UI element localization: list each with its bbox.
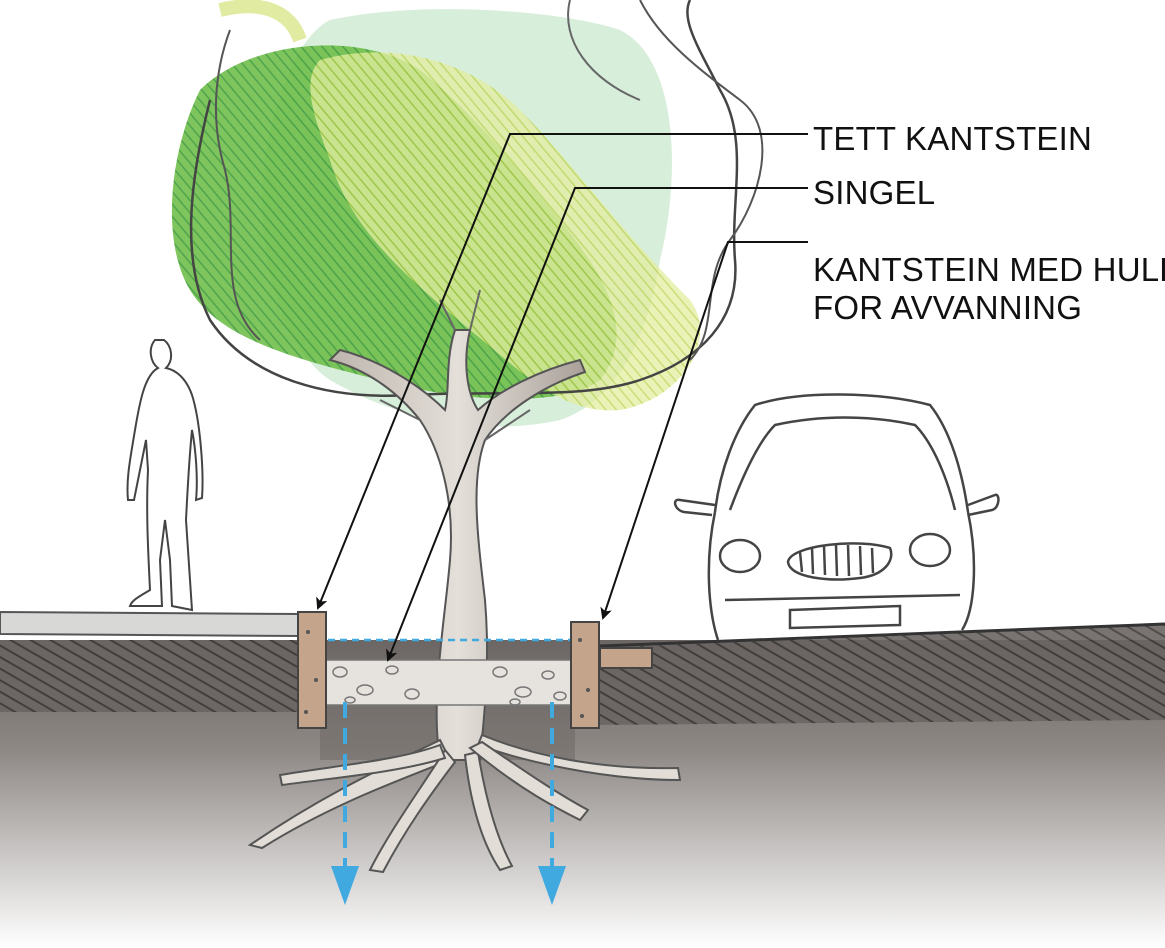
sidewalk	[0, 610, 301, 638]
curb-stone-solid	[297, 611, 327, 729]
tree-crown	[171, 0, 764, 427]
curb-stone-with-holes	[570, 621, 653, 729]
label-singel: SINGEL	[813, 174, 936, 211]
water-arrow-icon	[331, 702, 359, 905]
road-surface	[599, 622, 1165, 648]
tree-trunk	[328, 289, 587, 761]
label-kantstein-med-hull-line2: FOR AVVANNING	[813, 288, 1083, 326]
water-arrow-icon	[538, 702, 566, 905]
label-kantstein-med-hull-line1: KANTSTEIN MED HULL	[813, 251, 1165, 288]
leader-line-kantstein-med-hull	[600, 241, 808, 620]
label-tett-kantstein: TETT KANTSTEIN	[813, 120, 1093, 157]
leader-line-tett-kantstein	[316, 133, 808, 610]
tree-roots	[247, 733, 682, 874]
label-kantstein-med-hull: KANTSTEIN MED HULL FOR AVVANNING	[813, 251, 1165, 326]
gravel-fill	[325, 659, 572, 706]
leader-line-singel	[386, 187, 808, 662]
person-silhouette-icon	[126, 339, 204, 612]
car-front-icon	[673, 393, 1000, 641]
